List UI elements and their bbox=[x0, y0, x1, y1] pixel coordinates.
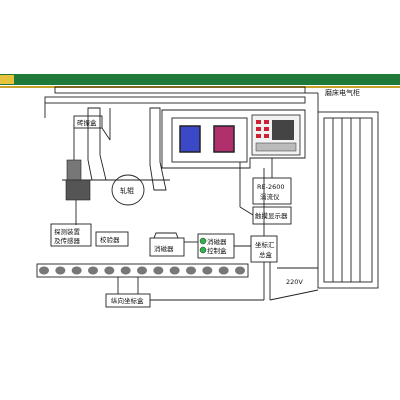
rail-segment bbox=[55, 266, 66, 275]
vibration-box-label: 砖振盒 bbox=[77, 118, 97, 127]
probe-label-2: 及传感器 bbox=[54, 236, 81, 245]
coordinate-label-1: 坐标汇 bbox=[255, 240, 275, 249]
checker-box bbox=[95, 231, 129, 247]
touch-display-box bbox=[252, 206, 292, 225]
rail-segment bbox=[202, 266, 213, 275]
rail-segment bbox=[120, 266, 131, 275]
rail-segment bbox=[186, 266, 196, 275]
checker-label: 校验器 bbox=[100, 235, 120, 244]
right-stand bbox=[149, 107, 167, 191]
blue-screen bbox=[179, 125, 201, 153]
re2600-label-2: 涡流仪 bbox=[260, 192, 280, 201]
rail-segment bbox=[39, 266, 49, 275]
keyboard bbox=[255, 142, 297, 152]
cabinet-inner bbox=[323, 117, 373, 283]
touch-display-label: 触摸显示器 bbox=[255, 211, 288, 220]
probe-unit-lower bbox=[65, 179, 91, 201]
rail-segment bbox=[169, 266, 180, 275]
rail-segment bbox=[137, 266, 147, 275]
header-tag bbox=[0, 75, 14, 84]
roll bbox=[111, 174, 145, 206]
cabinet-outline bbox=[317, 111, 379, 289]
cabinet-label: 磨床电气柜 bbox=[325, 88, 360, 97]
display-panel bbox=[171, 117, 248, 163]
rail-segment bbox=[218, 266, 229, 275]
probe-unit-upper bbox=[66, 159, 82, 181]
eraser-box bbox=[149, 237, 185, 257]
rail-segment bbox=[71, 266, 82, 275]
instrument-screen bbox=[272, 120, 294, 140]
top-cable-tray-2 bbox=[44, 96, 306, 104]
vibration-box bbox=[73, 115, 103, 129]
eraser-label: 消磁器 bbox=[154, 244, 174, 253]
rail-segment bbox=[153, 266, 164, 275]
re2600-label-1: RE-2600 bbox=[257, 183, 285, 191]
eraser-control-label-1: 消磁器 bbox=[207, 237, 227, 246]
eraser-control-label-2: 控制盒 bbox=[207, 246, 227, 255]
voltage-label: 220V bbox=[286, 278, 303, 286]
probe-label-1: 探测装置 bbox=[54, 227, 81, 236]
coordinate-label-2: 总盒 bbox=[259, 250, 273, 259]
long-coord-label: 纵向坐标盒 bbox=[111, 296, 144, 305]
rail-segment bbox=[235, 266, 245, 275]
instrument-leds bbox=[256, 120, 269, 138]
eraser-led-2 bbox=[199, 246, 207, 254]
probe-label-box bbox=[50, 223, 92, 247]
long-coord-box bbox=[105, 293, 151, 308]
header-bar bbox=[0, 74, 400, 85]
eraser-led-1 bbox=[199, 237, 207, 245]
top-cable-tray-1 bbox=[54, 86, 306, 94]
bottom-rail bbox=[36, 263, 249, 278]
magenta-screen bbox=[213, 125, 235, 153]
roll-label: 轧辊 bbox=[120, 186, 134, 195]
console-housing bbox=[161, 109, 306, 169]
rail-segment bbox=[88, 266, 98, 275]
rail-segment bbox=[104, 266, 115, 275]
